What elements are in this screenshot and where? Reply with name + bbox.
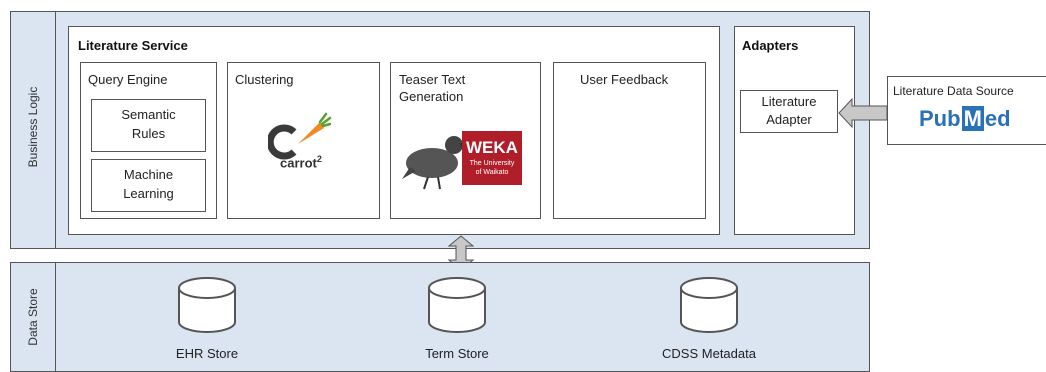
carrot-icon xyxy=(266,112,332,160)
term-store-label: Term Store xyxy=(425,346,489,361)
ehr-store-label: EHR Store xyxy=(175,346,239,361)
teaser-title-line1: Teaser Text xyxy=(399,72,466,87)
adapters-title: Adapters xyxy=(742,38,799,53)
teaser-title-line2: Generation xyxy=(399,89,464,104)
literature-service-title: Literature Service xyxy=(78,38,188,53)
query-engine-title: Query Engine xyxy=(88,72,168,87)
weka-logo: WEKA The University of Waikato xyxy=(402,127,524,193)
weka-logo-sub1: The University xyxy=(469,160,515,167)
pubmed-logo-m: M xyxy=(961,106,984,131)
pubmed-logo-right: ed xyxy=(984,106,1011,131)
business-logic-label-strip: Business Logic xyxy=(10,11,56,249)
weka-logo-sub2: of Waikato xyxy=(475,169,509,176)
user-feedback-box xyxy=(553,62,706,219)
cdss-metadata-cylinder-icon xyxy=(680,277,738,333)
semantic-rules-box: Semantic Rules xyxy=(91,99,206,152)
semantic-rules-line1: Semantic xyxy=(121,107,176,122)
source-to-adapter-arrow xyxy=(838,97,888,129)
literature-adapter-line1: Literature xyxy=(761,94,817,109)
user-feedback-title: User Feedback xyxy=(580,72,669,87)
weka-badge: WEKA The University of Waikato xyxy=(462,131,522,185)
machine-learning-box: Machine Learning xyxy=(91,159,206,212)
term-store-cylinder-icon xyxy=(428,277,486,333)
literature-adapter-box: Literature Adapter xyxy=(740,90,838,133)
pubmed-logo-left: Pub xyxy=(919,106,961,131)
ehr-store-cylinder-icon xyxy=(178,277,236,333)
cdss-metadata-label: CDSS Metadata xyxy=(662,346,756,361)
carrot-logo-sup: 2 xyxy=(316,154,322,164)
teaser-title: Teaser Text Generation xyxy=(399,71,465,105)
machine-learning-line1: Machine xyxy=(123,167,174,182)
machine-learning-line2: Learning xyxy=(123,186,174,201)
semantic-rules-line2: Rules xyxy=(131,126,166,141)
carrot-logo-text: carrot xyxy=(280,155,317,171)
business-logic-label: Business Logic xyxy=(26,86,40,168)
clustering-title: Clustering xyxy=(235,72,294,87)
literature-adapter-line2: Adapter xyxy=(766,112,812,127)
data-store-label: Data Store xyxy=(26,288,40,346)
carrot2-logo: carrot2 xyxy=(266,108,348,178)
data-store-label-strip: Data Store xyxy=(10,262,56,372)
weka-logo-text: WEKA xyxy=(466,138,518,157)
literature-data-source-title: Literature Data Source xyxy=(893,84,1014,98)
